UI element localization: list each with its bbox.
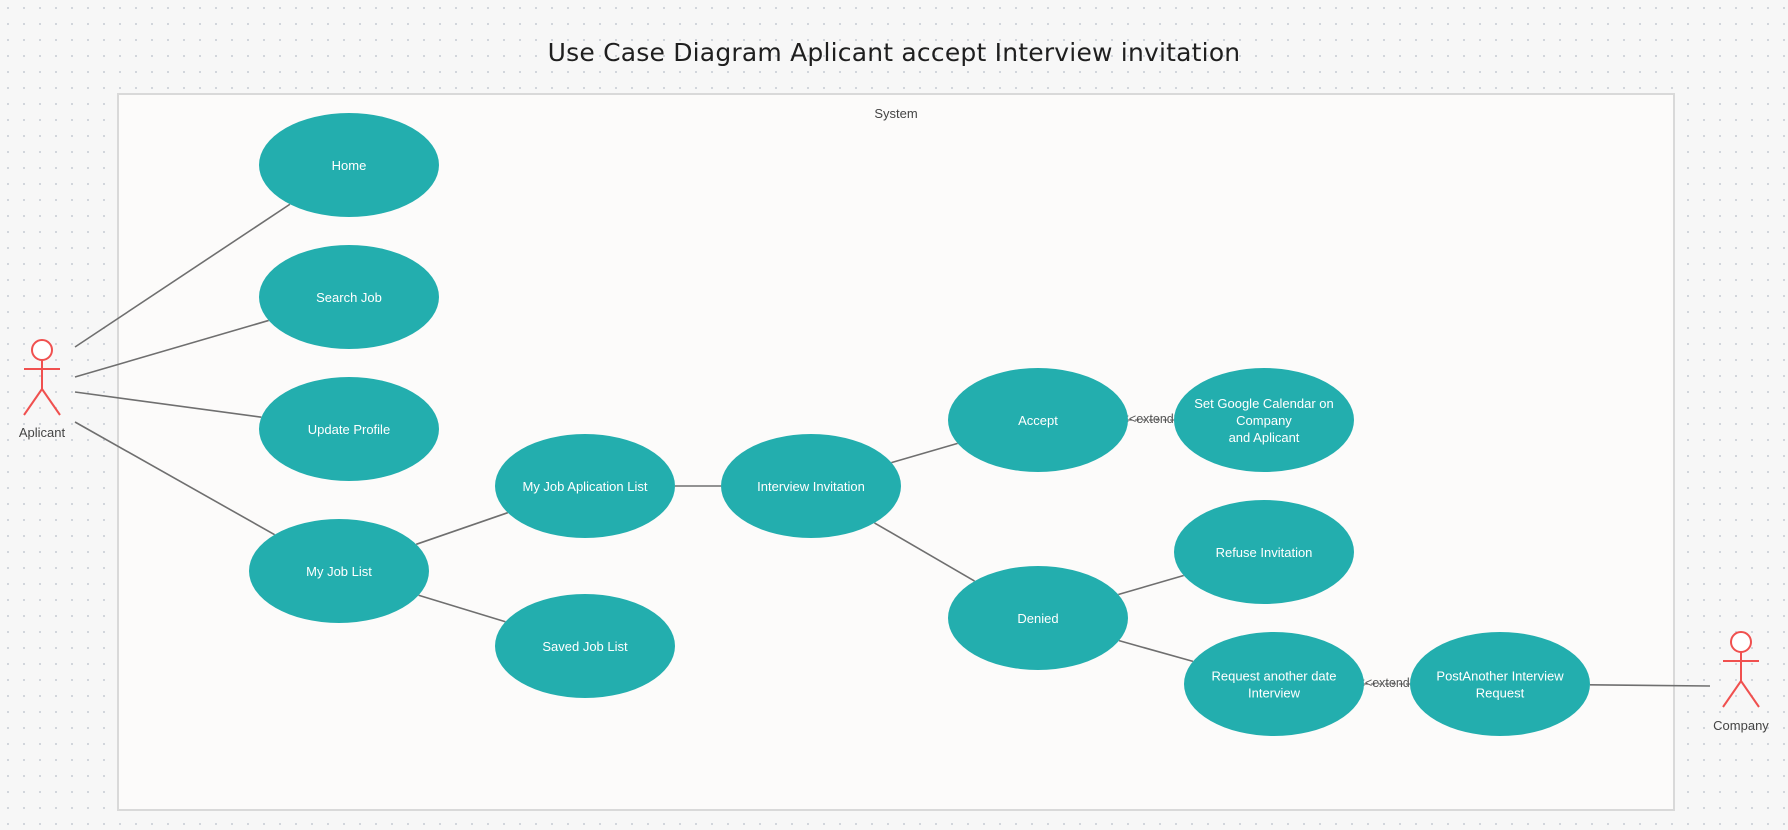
usecase-ellipse (1174, 368, 1354, 472)
usecase-ellipse (1174, 500, 1354, 604)
usecase-set-google-calendar[interactable]: Set Google Calendar on Company and Aplican… (1174, 368, 1354, 472)
actor-figure-icon (23, 339, 61, 416)
extend-label: <<extend>> (1358, 676, 1425, 690)
usecase-ellipse (1184, 632, 1364, 736)
usecase-ellipse (249, 519, 429, 623)
usecase-denied[interactable]: Denied (948, 566, 1128, 670)
usecase-ellipse (495, 434, 675, 538)
usecase-label: Request another date (1211, 669, 1336, 684)
usecase-accept[interactable]: Accept (948, 368, 1128, 472)
actor-label: Aplicant (19, 425, 66, 440)
usecase-label: Denied (1017, 611, 1058, 626)
usecase-ellipse (948, 566, 1128, 670)
association-aplicant-update_profile (74, 391, 262, 418)
usecase-label: Interview (1248, 686, 1301, 701)
usecase-ellipse (259, 377, 439, 481)
association-denied-request_another_date (1118, 639, 1194, 663)
usecase-update-profile[interactable]: Update Profile (259, 377, 439, 481)
usecase-label: My Job List (306, 564, 372, 579)
usecase-label: Set Google Calendar on (1194, 396, 1333, 411)
usecase-label: Company (1236, 413, 1292, 428)
usecase-ellipse (721, 434, 901, 538)
usecase-saved-job-list[interactable]: Saved Job List (495, 594, 675, 698)
actor-company[interactable]: Company (1713, 631, 1769, 733)
actor-figure-icon (1722, 631, 1760, 708)
usecase-ellipse (495, 594, 675, 698)
association-interview_invitation-denied (874, 522, 975, 582)
usecase-label: Saved Job List (542, 639, 628, 654)
association-interview_invitation-accept (891, 442, 958, 464)
association-my_job_list-my_job_application_list (415, 511, 509, 546)
usecase-label: Search Job (316, 290, 382, 305)
usecase-refuse-invitation[interactable]: Refuse Invitation (1174, 500, 1354, 604)
usecase-label: Update Profile (308, 422, 390, 437)
usecase-home[interactable]: Home (259, 113, 439, 217)
association-denied-refuse_invitation (1118, 574, 1184, 596)
usecase-ellipse (259, 245, 439, 349)
association-aplicant-home (74, 203, 291, 348)
usecase-label: PostAnother Interview (1436, 669, 1564, 684)
actor-aplicant[interactable]: Aplicant (19, 339, 66, 440)
diagram-title: Use Case Diagram Aplicant accept Intervi… (547, 38, 1241, 67)
usecase-my-job-list[interactable]: My Job List (249, 519, 429, 623)
usecase-interview-invitation[interactable]: Interview Invitation (721, 434, 901, 538)
usecase-ellipse (259, 113, 439, 217)
association-my_job_list-saved_job_list (418, 594, 506, 623)
usecase-label: Accept (1018, 413, 1058, 428)
usecase-my-job-application-list[interactable]: My Job Aplication List (495, 434, 675, 538)
usecase-label: Refuse Invitation (1216, 545, 1313, 560)
usecase-ellipse (1410, 632, 1590, 736)
usecase-label: Request (1476, 686, 1525, 701)
usecase-search-job[interactable]: Search Job (259, 245, 439, 349)
usecase-label: Home (332, 158, 367, 173)
usecase-label: My Job Aplication List (522, 479, 647, 494)
association-aplicant-my_job_list (74, 421, 276, 536)
association-aplicant-search_job (74, 319, 269, 378)
association-post_another_request-company (1589, 684, 1711, 687)
usecase-label: Interview Invitation (757, 479, 865, 494)
usecase-label: and Aplicant (1229, 430, 1300, 445)
system-label: System (874, 106, 918, 121)
actor-label: Company (1713, 718, 1769, 733)
usecase-ellipse (948, 368, 1128, 472)
extend-label: <<extend>> (1122, 412, 1189, 426)
